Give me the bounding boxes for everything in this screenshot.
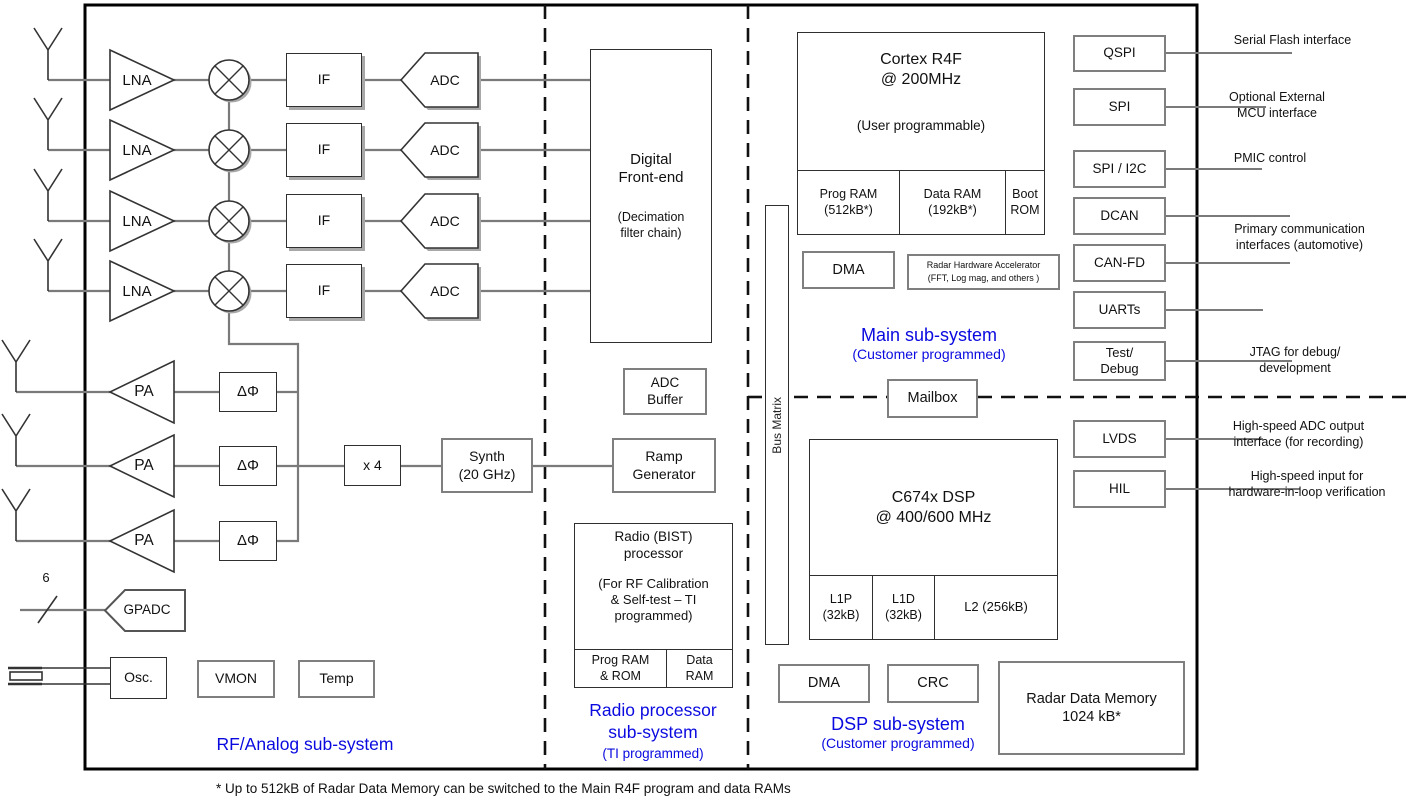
subsystem-separators [543, 5, 1413, 769]
phase-shifter-block: ΔΦ [219, 372, 277, 412]
uarts-block: UARTs [1073, 291, 1166, 329]
crystal-icon [8, 666, 110, 686]
radio-bist-processor-block: Radio (BIST) processor (For RF Calibrati… [574, 523, 733, 688]
rx-wires [48, 78, 590, 293]
vmon-block: VMON [197, 660, 275, 698]
gpadc-label: GPADC [123, 602, 171, 617]
temp-block: Temp [298, 660, 375, 698]
adc-label: ADC [430, 72, 460, 88]
rx-antenna-icons [33, 27, 63, 291]
rf-subsystem-label: RF/Analog sub-system [216, 734, 394, 754]
adc-label: ADC [430, 283, 460, 299]
c674x-dsp-block: C674x DSP @ 400/600 MHz L1P (32kB) L1D (… [809, 439, 1058, 640]
radio-prog-ram-block: Prog RAM & ROM [591, 652, 650, 683]
radar-data-memory-block: Radar Data Memory 1024 kB* [998, 661, 1185, 755]
main-subsystem-note: (Customer programmed) [852, 346, 1006, 362]
dsp-l2-block: L2 (256kB) [934, 576, 1057, 639]
dsp-crc-block: CRC [887, 664, 979, 703]
lna-label: LNA [122, 72, 152, 89]
x4-multiplier-block: x 4 [344, 445, 401, 486]
dsp-l1d-block: L1D (32kB) [872, 576, 934, 639]
gpadc-icon [103, 589, 186, 632]
bus-width-slash [37, 595, 58, 624]
phase-shifter-block: ΔΦ [219, 446, 277, 486]
jtag-label: JTAG for debug/ development [1249, 345, 1341, 375]
if-stage-block: IF [286, 194, 362, 248]
ramp-generator-block: Ramp Generator [612, 438, 716, 493]
cortex-data-ram-block: Data RAM (192kB*) [899, 171, 1005, 234]
main-subsystem-label: Main sub-system [860, 325, 998, 345]
radio-processor-note: (For RF Calibration & Self-test – TI pro… [598, 575, 709, 624]
adc-label: ADC [430, 213, 460, 229]
cortex-boot-rom-block: Boot ROM [1005, 171, 1044, 234]
dsp-dma-block: DMA [778, 664, 870, 703]
pa-label: PA [134, 532, 154, 549]
mixer-icons [208, 59, 252, 314]
dfe-title: Digital Front-end [618, 150, 684, 187]
bus-matrix-block: Bus Matrix [765, 205, 789, 645]
lvds-block: LVDS [1073, 420, 1166, 458]
phase-shifter-block: ΔΦ [219, 521, 277, 561]
lo-distribution-wires [227, 100, 612, 543]
tx-antenna-icons [1, 339, 31, 541]
radar-hw-accelerator-block: Radar Hardware Accelerator (FFT, Log mag… [907, 254, 1060, 290]
cortex-prog-ram-block: Prog RAM (512kB*) [819, 186, 878, 217]
lna-label: LNA [122, 213, 152, 230]
synth-block: Synth (20 GHz) [441, 438, 533, 493]
dfe-subtitle: (Decimation filter chain) [617, 210, 685, 240]
dsp-subsystem-label: DSP sub-system [831, 714, 965, 734]
lvds-interface-label: High-speed ADC output interface (for rec… [1232, 419, 1365, 449]
mailbox-block: Mailbox [887, 379, 978, 418]
radio-data-ram-block: Data RAM [666, 650, 732, 687]
peripheral-wires [1166, 52, 1300, 490]
dsp-subsystem-note: (Customer programmed) [821, 735, 975, 751]
adc-buffer-block: ADC Buffer [623, 368, 707, 415]
can-fd-block: CAN-FD [1073, 244, 1166, 282]
gpadc-bus-width-label: 6 [42, 570, 50, 585]
footnote: * Up to 512kB of Radar Data Memory can b… [216, 781, 791, 796]
lna-label: LNA [122, 142, 152, 159]
cortex-title: Cortex R4F @ 200MHz [880, 51, 962, 88]
pa-label: PA [134, 383, 154, 400]
dcan-block: DCAN [1073, 197, 1166, 235]
serial-flash-label: Serial Flash interface [1233, 33, 1352, 47]
pmic-control-label: PMIC control [1233, 151, 1307, 165]
hil-interface-label: High-speed input for hardware-in-loop ve… [1228, 469, 1386, 499]
digital-front-end-block: Digital Front-end (Decimation filter cha… [590, 49, 712, 343]
external-mcu-label: Optional External MCU interface [1229, 90, 1325, 120]
pa-label: PA [134, 457, 154, 474]
radio-subsystem-note: (TI programmed) [602, 746, 704, 761]
spi-block: SPI [1073, 88, 1166, 126]
lna-label: LNA [122, 283, 152, 300]
lna-amplifier-icons [109, 48, 176, 323]
bus-matrix-label: Bus Matrix [769, 396, 784, 454]
cortex-r4f-block: Cortex R4F @ 200MHz (User programmable) … [797, 32, 1045, 235]
if-stage-block: IF [286, 53, 362, 107]
pa-amplifier-icons [108, 359, 175, 574]
qspi-block: QSPI [1073, 35, 1166, 72]
if-stage-block: IF [286, 123, 362, 177]
if-stage-block: IF [286, 264, 362, 318]
comm-interfaces-label: Primary communication interfaces (automo… [1234, 222, 1365, 252]
dsp-title: C674x DSP @ 400/600 MHz [875, 489, 992, 526]
adc-label: ADC [430, 142, 460, 158]
radio-processor-title: Radio (BIST) processor [614, 529, 693, 561]
hil-block: HIL [1073, 470, 1166, 508]
chip-boundary [83, 3, 1199, 771]
main-dma-block: DMA [802, 251, 895, 289]
dsp-l1p-block: L1P (32kB) [822, 591, 860, 622]
spi-i2c-block: SPI / I2C [1073, 150, 1166, 188]
cortex-note: (User programmable) [856, 118, 986, 133]
osc-block: Osc. [110, 657, 167, 699]
adc-icons [399, 52, 481, 321]
radio-subsystem-label: Radio processor sub-system [589, 700, 717, 743]
test-debug-block: Test/ Debug [1073, 341, 1166, 381]
